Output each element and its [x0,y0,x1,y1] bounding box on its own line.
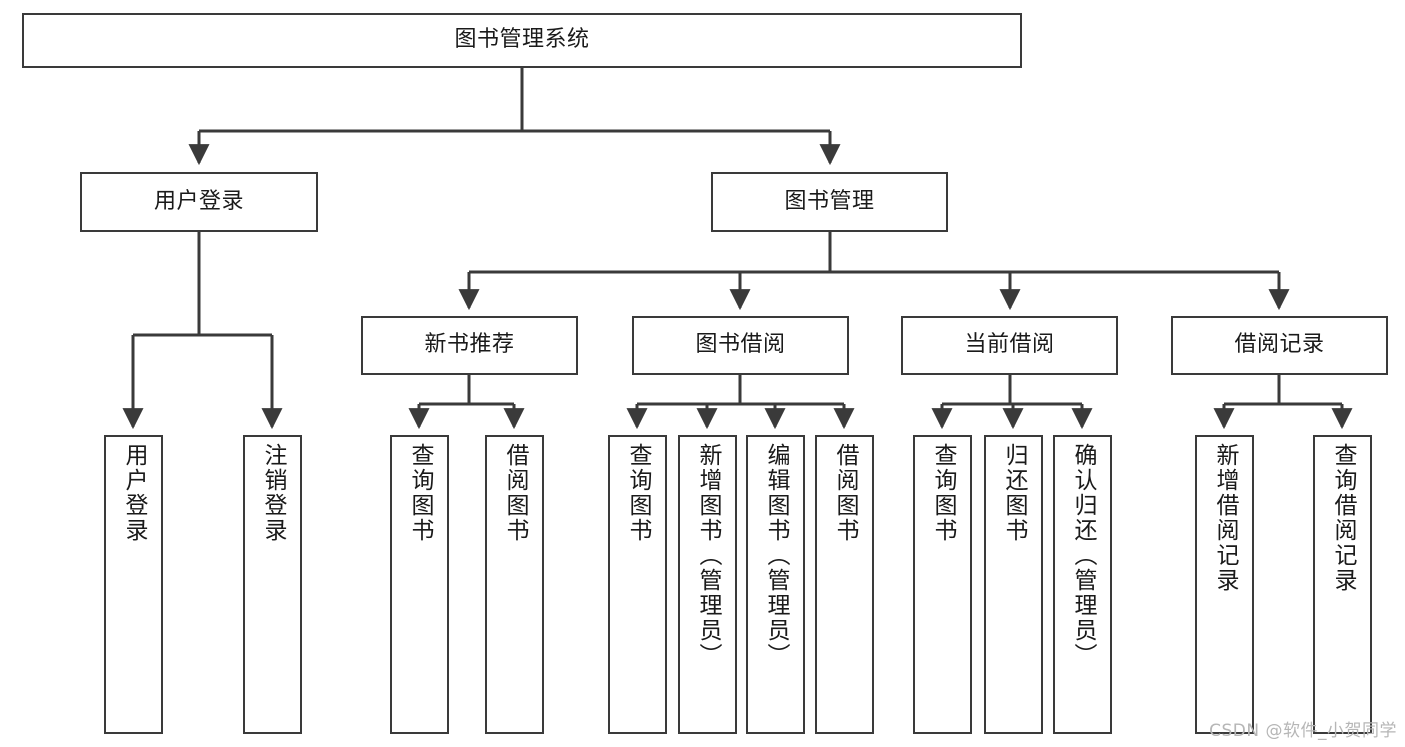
node-leaf-borrow-book-1[interactable]: 借阅图书 [485,435,544,734]
node-borrow-record-label: 借阅记录 [1234,332,1325,358]
node-new-book-rec-label: 新书推荐 [424,332,515,358]
node-leaf-edit-book[interactable]: 编辑图书（管理员） [746,435,805,734]
node-leaf-query-book-3-label: 查询图书 [930,443,956,543]
node-leaf-logout-label: 注销登录 [260,443,286,543]
node-user-login[interactable]: 用户登录 [80,172,318,232]
node-leaf-query-book-2-label: 查询图书 [625,443,651,543]
node-book-borrow-label: 图书借阅 [695,332,786,358]
node-leaf-add-record[interactable]: 新增借阅记录 [1195,435,1254,734]
node-leaf-borrow-book-2-label: 借阅图书 [832,443,858,543]
node-book-manage-label: 图书管理 [784,188,875,214]
node-leaf-add-record-label: 新增借阅记录 [1212,443,1238,593]
node-root[interactable]: 图书管理系统 [22,13,1022,68]
node-book-manage[interactable]: 图书管理 [711,172,948,232]
node-new-book-rec[interactable]: 新书推荐 [361,316,578,375]
node-leaf-user-login[interactable]: 用户登录 [104,435,163,734]
node-leaf-query-book-1-label: 查询图书 [407,443,433,543]
node-leaf-logout[interactable]: 注销登录 [243,435,302,734]
node-leaf-query-book-1[interactable]: 查询图书 [390,435,449,734]
node-leaf-query-book-2[interactable]: 查询图书 [608,435,667,734]
node-leaf-borrow-book-1-label: 借阅图书 [502,443,528,543]
node-book-borrow[interactable]: 图书借阅 [632,316,849,375]
node-leaf-borrow-book-2[interactable]: 借阅图书 [815,435,874,734]
watermark-text: CSDN @软件_小贺同学 [1209,721,1397,741]
node-root-label: 图书管理系统 [454,27,590,53]
node-leaf-add-book[interactable]: 新增图书（管理员） [678,435,737,734]
node-borrow-record[interactable]: 借阅记录 [1171,316,1388,375]
node-current-borrow[interactable]: 当前借阅 [901,316,1118,375]
node-leaf-query-book-3[interactable]: 查询图书 [913,435,972,734]
node-user-login-label: 用户登录 [153,188,244,214]
node-leaf-confirm-return-label: 确认归还（管理员） [1070,443,1096,668]
node-leaf-add-book-label: 新增图书（管理员） [695,443,721,668]
node-leaf-return-book-label: 归还图书 [1001,443,1027,543]
node-leaf-confirm-return[interactable]: 确认归还（管理员） [1053,435,1112,734]
node-leaf-query-record-label: 查询借阅记录 [1330,443,1356,593]
node-leaf-return-book[interactable]: 归还图书 [984,435,1043,734]
node-leaf-query-record[interactable]: 查询借阅记录 [1313,435,1372,734]
node-current-borrow-label: 当前借阅 [964,332,1055,358]
node-leaf-user-login-label: 用户登录 [121,443,147,543]
node-leaf-edit-book-label: 编辑图书（管理员） [763,443,789,668]
